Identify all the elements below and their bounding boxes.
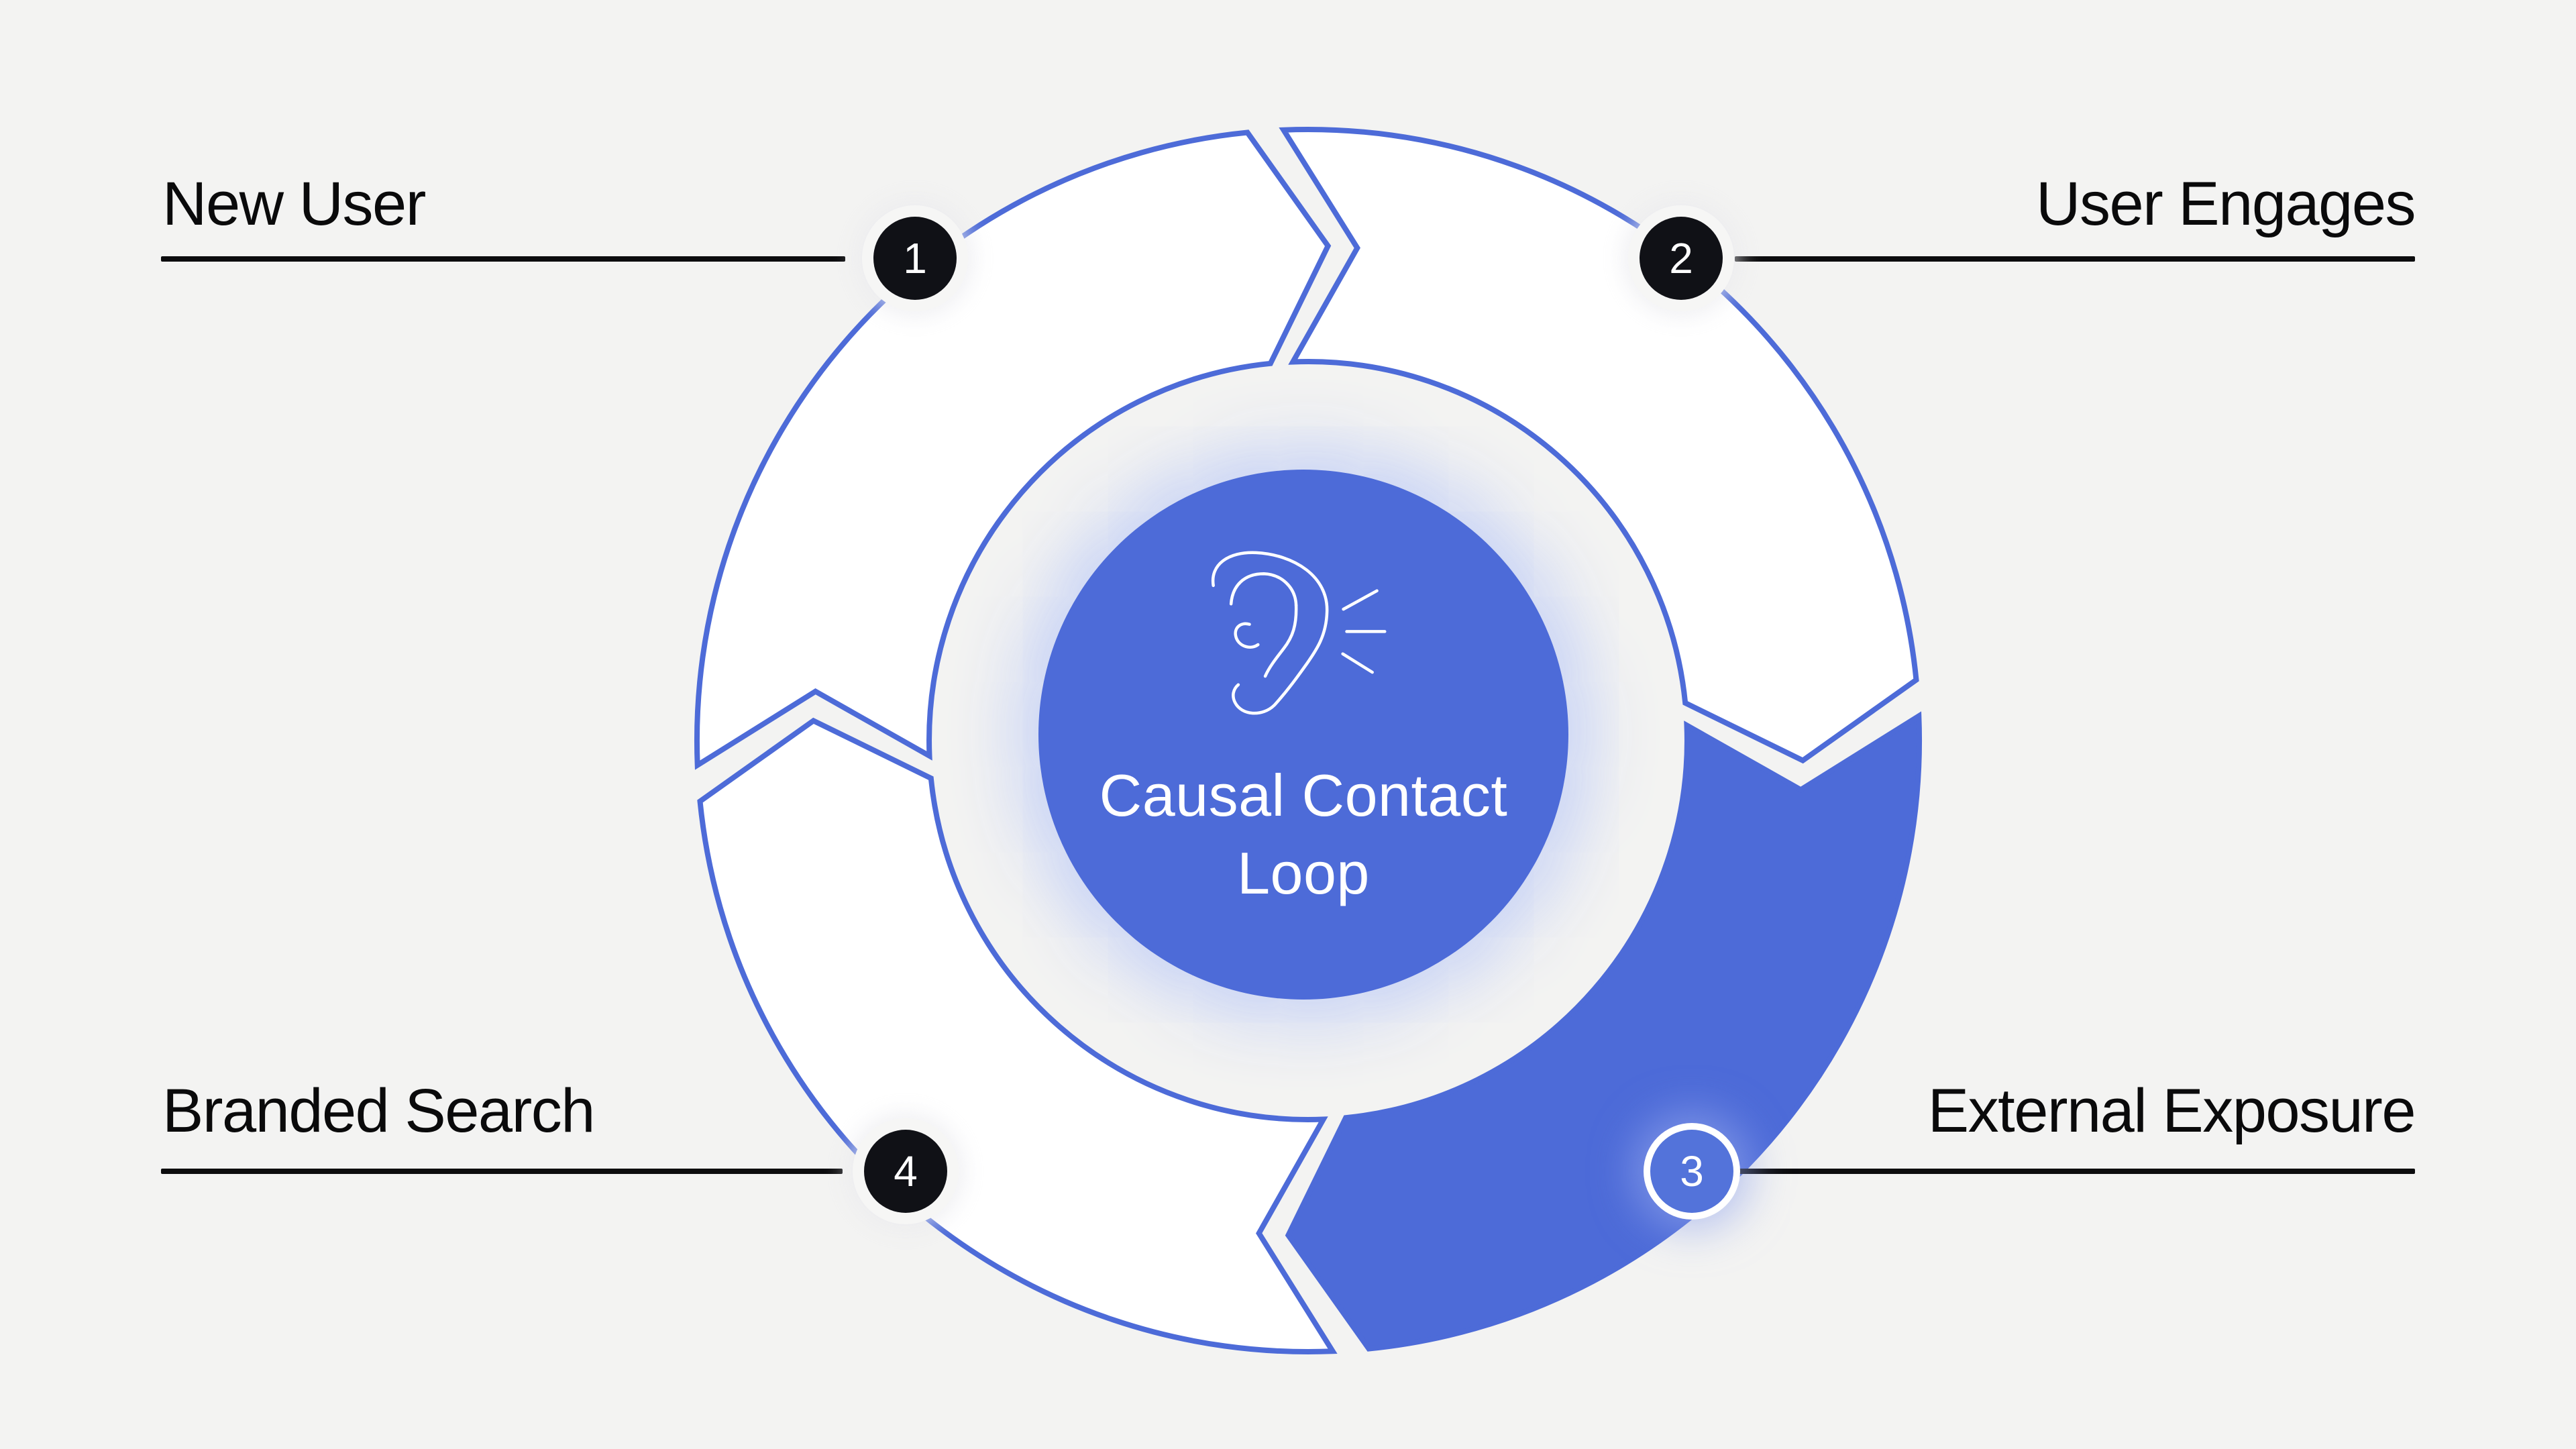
- cycle-segment-1: [694, 129, 1332, 770]
- ear-outer-helix: [1211, 551, 1329, 715]
- cycle-segment-2: [1279, 127, 1919, 764]
- cycle-segment-4: [697, 717, 1338, 1354]
- ear-concha-hook: [1234, 622, 1260, 649]
- sound-wave-bottom: [1341, 652, 1374, 674]
- ear-front-edge: [1263, 603, 1298, 678]
- center-title: Causal Contact Loop: [1099, 762, 1508, 907]
- sound-wave-top: [1342, 589, 1379, 611]
- listening-ear-icon: [1211, 551, 1387, 715]
- cycle-segment-3: [1285, 711, 1922, 1352]
- ear-inner-helix: [1229, 572, 1298, 607]
- center-hub: Causal Contact Loop: [1038, 470, 1568, 1000]
